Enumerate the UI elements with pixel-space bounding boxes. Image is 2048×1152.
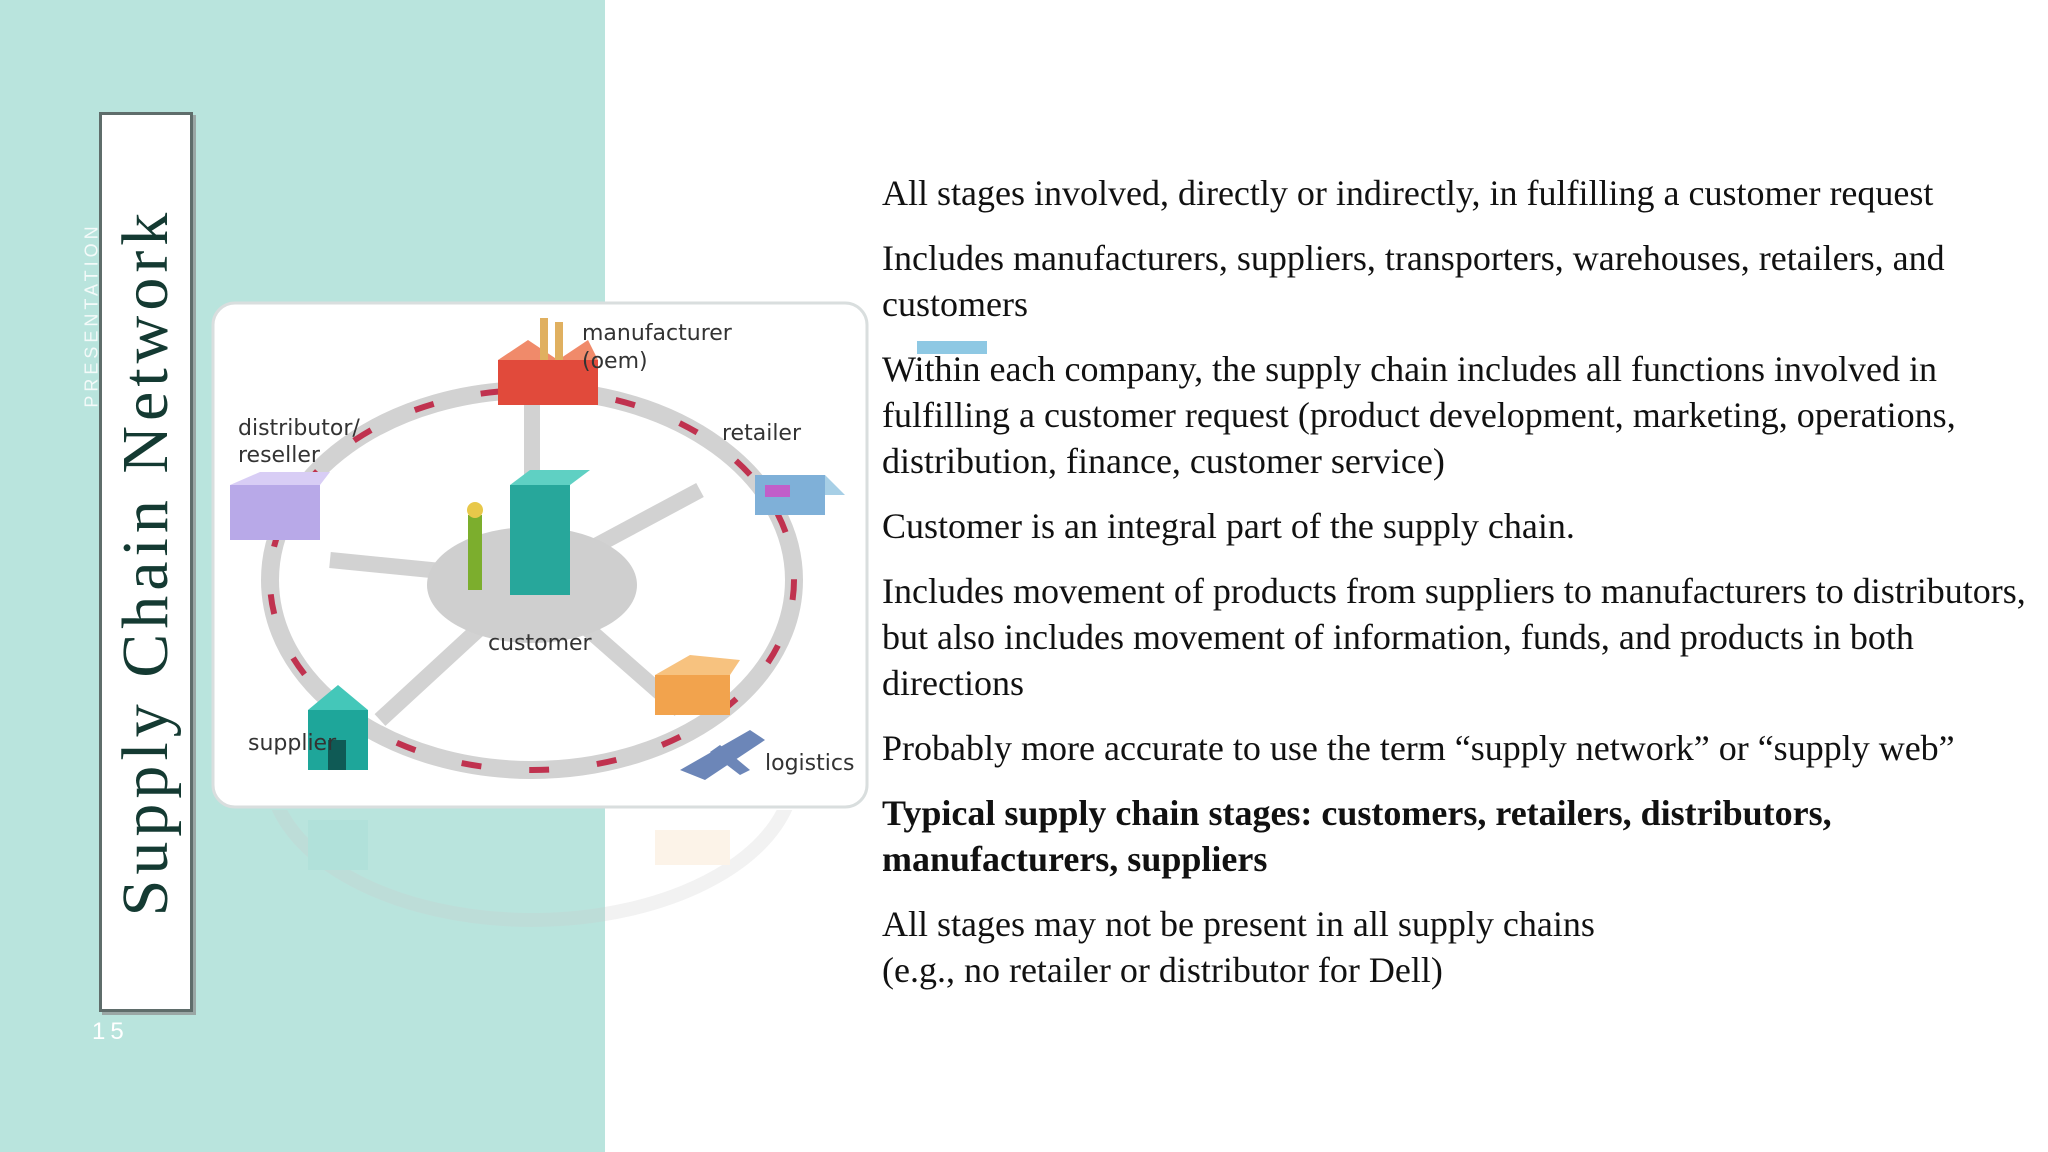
slide-title: Supply Chain Network <box>109 207 182 917</box>
label-customer: customer <box>488 631 593 656</box>
supplier-icon <box>308 685 368 770</box>
paragraph-3: Within each company, the supply chain in… <box>882 349 1956 481</box>
section-tag: PRESENTATION <box>81 222 102 408</box>
paragraph-8: All stages may not be present in all sup… <box>882 904 1595 944</box>
label-supplier: supplier <box>248 731 337 756</box>
diagram-reflection <box>271 810 793 927</box>
label-oem: (oem) <box>582 349 648 374</box>
title-frame <box>99 112 193 1012</box>
logistics-icon <box>655 655 765 780</box>
label-distributor: distributor/ <box>238 416 360 441</box>
supply-chain-diagram: manufacturer (oem) distributor/ reseller… <box>211 301 869 809</box>
label-manufacturer: manufacturer <box>582 321 733 346</box>
label-retailer: retailer <box>722 421 802 446</box>
paragraph-1: All stages involved, directly or indirec… <box>882 173 1934 213</box>
customer-icon <box>467 470 590 595</box>
accent-bar <box>917 341 987 354</box>
paragraph-5: Includes movement of products from suppl… <box>882 571 2026 703</box>
label-logistics: logistics <box>765 751 854 776</box>
manufacturer-icon <box>498 318 598 405</box>
retailer-icon <box>755 475 845 515</box>
paragraph-7-bold: Typical supply chain stages: customers, … <box>882 793 1832 879</box>
paragraph-4: Customer is an integral part of the supp… <box>882 506 1575 546</box>
paragraph-2: Includes manufacturers, suppliers, trans… <box>882 238 1945 324</box>
paragraph-9: (e.g., no retailer or distributor for De… <box>882 950 1443 990</box>
paragraph-6: Probably more accurate to use the term “… <box>882 728 1955 768</box>
label-reseller: reseller <box>238 443 321 468</box>
content-text: All stages involved, directly or indirec… <box>882 170 2042 1012</box>
page-number: 15 <box>92 1018 129 1045</box>
distributor-icon <box>230 472 330 540</box>
